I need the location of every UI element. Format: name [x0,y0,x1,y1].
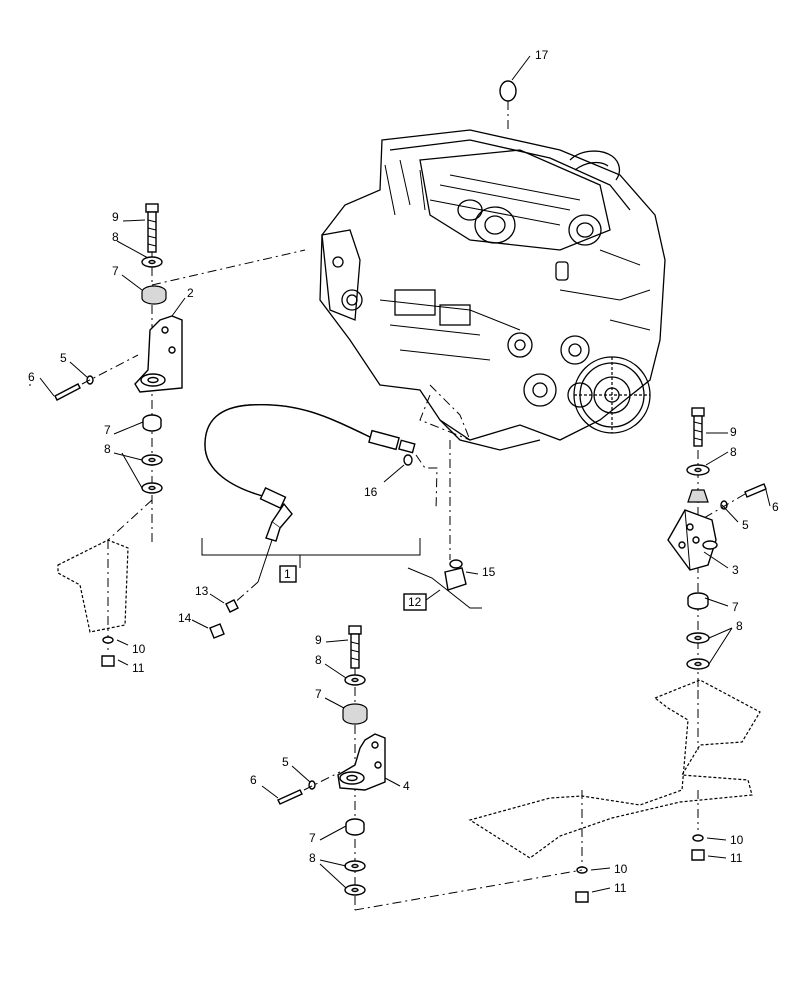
callout-6-right: 6 [772,500,779,514]
callout-1: 1 [284,567,291,581]
callout-11-left: 11 [132,661,145,675]
callout-7-center-bottom: 7 [309,831,316,845]
callout-11-right: 11 [730,851,743,865]
callout-7-left-top: 7 [112,264,119,278]
cap-14 [209,623,225,639]
callout-13: 13 [195,584,209,598]
callout-3: 3 [732,563,739,577]
callout-4: 4 [403,779,410,793]
callout-6-center: 6 [250,773,257,787]
fitting-13 [225,599,239,613]
callout-8-left-top: 8 [112,230,119,244]
callout-9-center: 9 [315,633,322,647]
callout-5-left: 5 [60,351,67,365]
callout-9-right: 9 [730,425,737,439]
callout-box-1 [279,565,297,583]
callout-7-right: 7 [732,600,739,614]
callout-8-left-bottom: 8 [104,442,111,456]
callout-14: 14 [178,611,192,625]
o-ring-17 [499,55,531,130]
callout-box-12 [403,593,427,611]
left-mount-stack [54,203,306,667]
callout-5-center: 5 [282,755,289,769]
callout-8-right-top: 8 [730,445,737,459]
callout-17: 17 [535,48,549,62]
callout-8-right-bottom: 8 [736,619,743,633]
right-mount-stack [468,407,767,903]
callout-8-center-bottom: 8 [309,851,316,865]
callout-7-left-bottom: 7 [104,423,111,437]
callout-6-left: 6 [28,370,35,384]
engine-assembly [319,129,666,451]
callout-9-left: 9 [112,210,119,224]
callout-10-right: 10 [730,833,744,847]
callout-10-center: 10 [614,862,628,876]
callout-15: 15 [482,565,496,579]
callout-11-center: 11 [614,881,627,895]
sensor-15 [407,440,482,609]
callout-5-right: 5 [742,518,749,532]
callout-2: 2 [187,286,194,300]
hose-assembly-1 [201,403,438,606]
clip-16 [403,454,413,466]
callout-10-left: 10 [132,642,146,656]
callout-12: 12 [408,595,422,609]
callout-7-center-top: 7 [315,687,322,701]
center-mount-stack [277,625,583,911]
callout-16: 16 [364,485,378,499]
callout-8-center-top: 8 [315,653,322,667]
